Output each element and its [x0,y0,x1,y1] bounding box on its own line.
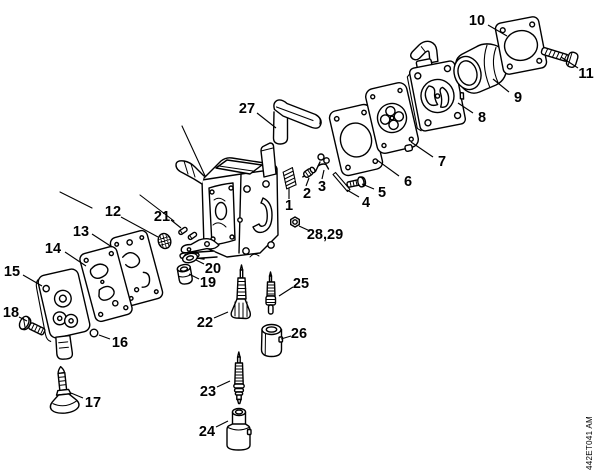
part-23-jet-drawing [233,351,245,405]
callout-label-5: 5 [378,185,386,201]
callout-label-1: 1 [285,198,293,214]
part-2-fitting-drawing [302,166,316,178]
callout-label-4: 4 [362,195,370,211]
part-9-sleeve-drawing [453,43,508,94]
part-5-screw-drawing [346,176,367,188]
part-10-gasket-drawing [494,16,548,75]
part-15-cover-drawing [35,268,91,360]
part-27-lever-drawing [272,99,322,145]
part-7-diaphragm-drawing [365,82,419,154]
callout-leader-24 [215,420,229,428]
callout-leader-13 [91,233,113,248]
callout-leader-27 [256,112,277,129]
callout-leader-23 [216,380,231,388]
callout-leader-12 [120,216,159,238]
callout-leader-9 [492,78,510,93]
callout-leader-11 [560,56,579,69]
callout-leader-21 [170,219,182,229]
callout-label-26: 26 [291,326,307,342]
part-16-ball-drawing [89,328,99,338]
part-3-clip-drawing [314,153,330,173]
callout-leader-2 [305,177,310,187]
part-21-pins-lever-drawing [178,226,220,254]
callout-leader-5 [361,183,375,190]
callout-leader-7 [410,141,434,158]
callout-label-20: 20 [205,261,221,277]
callout-leader-17 [70,392,84,399]
part-6-gasket-drawing [328,103,384,177]
callout-label-19: 19 [200,275,216,291]
callout-leader-26 [280,335,292,340]
callout-label-9: 9 [514,90,522,106]
part-25-jet-drawing [265,271,277,315]
callout-label-14: 14 [45,241,61,257]
callout-label-13: 13 [73,224,89,240]
callout-leader-10 [487,24,508,37]
callout-leader-28,29 [298,225,311,232]
callout-leader-6 [376,159,400,177]
part-22-adjust-screw-drawing [230,264,252,320]
callout-label-25: 25 [293,276,309,292]
part-17-primer-base-drawing [49,365,80,414]
callout-label-7: 7 [438,154,446,170]
callout-leader-19 [188,273,200,280]
callout-leader-22 [213,311,229,319]
part-12-screen-drawing [157,232,172,250]
callout-leader-14 [64,251,87,267]
part-24-cap-drawing [226,407,252,451]
callout-leader-18 [18,316,28,322]
callout-leader-25 [278,286,294,297]
callout-label-18: 18 [3,305,19,321]
callout-label-12: 12 [105,204,121,220]
callout-leader-8 [457,102,474,114]
callout-label-17: 17 [85,395,101,411]
part-26-cap-drawing [260,323,284,358]
callout-label-23: 23 [200,384,216,400]
callout-leader-20 [195,259,205,265]
part-1-spring-drawing [282,167,297,190]
assembly-axis-lines [59,125,207,222]
callout-label-24: 24 [199,424,215,440]
callout-label-6: 6 [404,174,412,190]
callout-label-15: 15 [4,264,20,280]
drawing-id-label: 442ET041 AM [585,416,594,470]
callout-label-21: 21 [154,209,170,225]
callout-leader-15 [22,274,43,287]
part-14-gasket-drawing [79,245,133,323]
callout-label-28,29: 28,29 [307,227,343,243]
callout-leader-4 [346,189,360,198]
callout-label-27: 27 [239,101,255,117]
part-4-pin-drawing [332,171,351,193]
part-19-cup-drawing [176,263,193,285]
callout-label-11: 11 [578,66,593,82]
callout-label-22: 22 [197,315,213,331]
callout-label-16: 16 [112,335,128,351]
callout-leader-16 [98,334,111,340]
carburetor-body-drawing [175,142,279,260]
callout-leader-3 [321,169,325,180]
callout-label-3: 3 [318,179,326,195]
part-8-end-cover-drawing [406,40,467,132]
part-18-screw-drawing [18,315,46,336]
part-20-washer-drawing [181,252,199,264]
part-28-29-nut-drawing [290,216,300,228]
callout-label-2: 2 [303,186,311,202]
callout-label-8: 8 [478,110,486,126]
callout-label-10: 10 [469,13,485,29]
